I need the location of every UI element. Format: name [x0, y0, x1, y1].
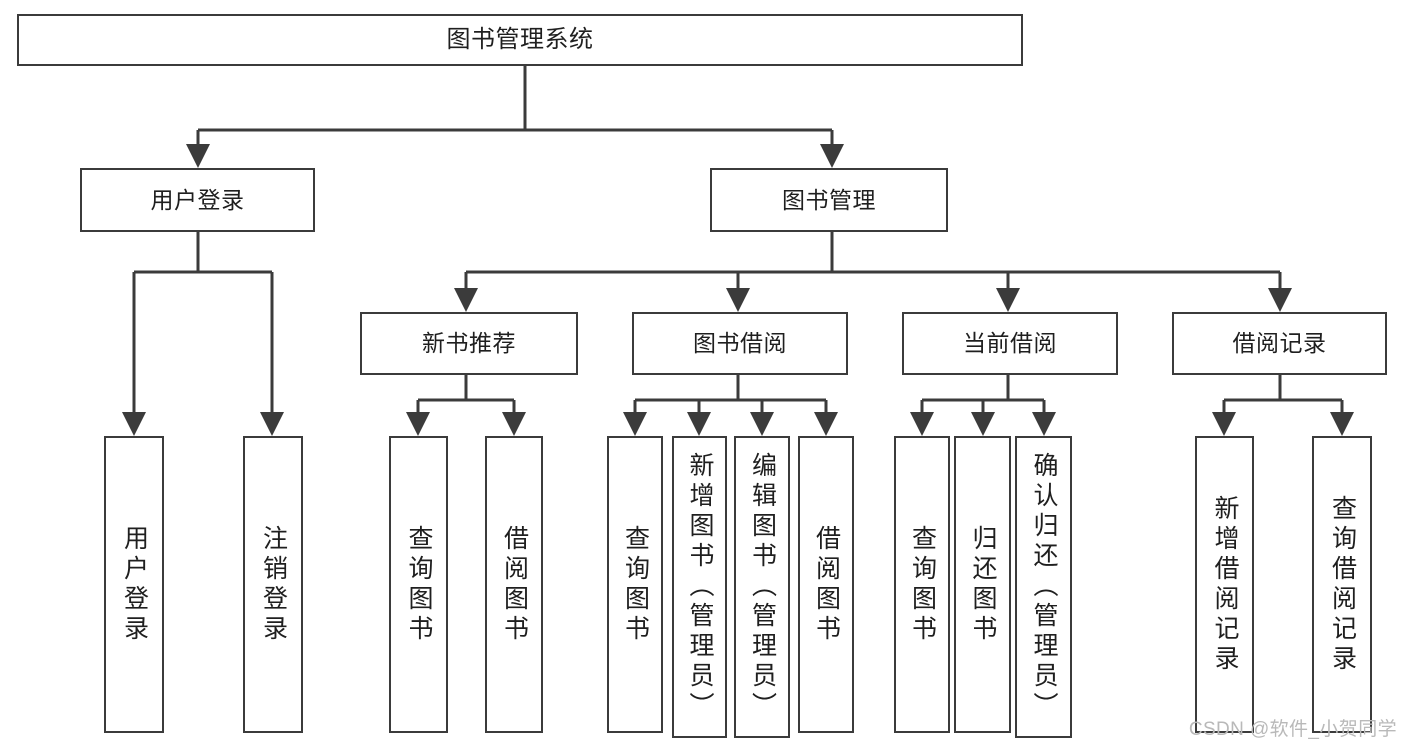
node-label: 当前借阅	[963, 330, 1057, 357]
leaf-user-login[interactable]: 用户登录	[104, 436, 164, 733]
node-label: 编辑图书（管理员）	[748, 452, 777, 722]
node-label: 借阅图书	[812, 524, 841, 645]
node-label: 归还图书	[969, 524, 997, 645]
node-book-borrow[interactable]: 图书借阅	[632, 312, 848, 375]
node-root-system[interactable]: 图书管理系统	[17, 14, 1023, 66]
leaf-add-book[interactable]: 新增图书（管理员）	[672, 436, 727, 738]
leaf-query-book-1[interactable]: 查询图书	[389, 436, 448, 733]
leaf-borrow-book-2[interactable]: 借阅图书	[798, 436, 854, 733]
node-label: 新增图书（管理员）	[686, 452, 714, 722]
node-label: 注销登录	[259, 524, 288, 645]
leaf-edit-book[interactable]: 编辑图书（管理员）	[734, 436, 790, 738]
node-label: 新增借阅记录	[1211, 494, 1239, 675]
node-label: 图书管理	[782, 186, 876, 213]
leaf-confirm-return[interactable]: 确认归还（管理员）	[1015, 436, 1072, 738]
leaf-query-book-3[interactable]: 查询图书	[894, 436, 950, 733]
leaf-borrow-book-1[interactable]: 借阅图书	[485, 436, 543, 733]
node-label: 用户登录	[120, 524, 149, 645]
node-label: 查询借阅记录	[1328, 494, 1357, 675]
node-label: 确认归还（管理员）	[1030, 452, 1058, 722]
node-label: 查询图书	[621, 524, 650, 645]
node-new-book-rec[interactable]: 新书推荐	[360, 312, 578, 375]
leaf-add-record[interactable]: 新增借阅记录	[1195, 436, 1254, 733]
leaf-query-book-2[interactable]: 查询图书	[607, 436, 663, 733]
node-label: 新书推荐	[422, 330, 516, 357]
leaf-return-book[interactable]: 归还图书	[954, 436, 1011, 733]
node-label: 图书管理系统	[446, 26, 594, 54]
leaf-logout[interactable]: 注销登录	[243, 436, 303, 733]
node-label: 查询图书	[908, 524, 937, 645]
node-user-login[interactable]: 用户登录	[80, 168, 315, 232]
node-label: 借阅记录	[1232, 330, 1327, 357]
node-current-borrow[interactable]: 当前借阅	[902, 312, 1118, 375]
node-label: 查询图书	[405, 524, 433, 645]
leaf-query-record[interactable]: 查询借阅记录	[1312, 436, 1372, 733]
node-label: 图书借阅	[693, 330, 787, 357]
node-book-manage[interactable]: 图书管理	[710, 168, 948, 232]
node-label: 用户登录	[150, 186, 245, 213]
node-label: 借阅图书	[500, 524, 529, 645]
node-borrow-record[interactable]: 借阅记录	[1172, 312, 1387, 375]
